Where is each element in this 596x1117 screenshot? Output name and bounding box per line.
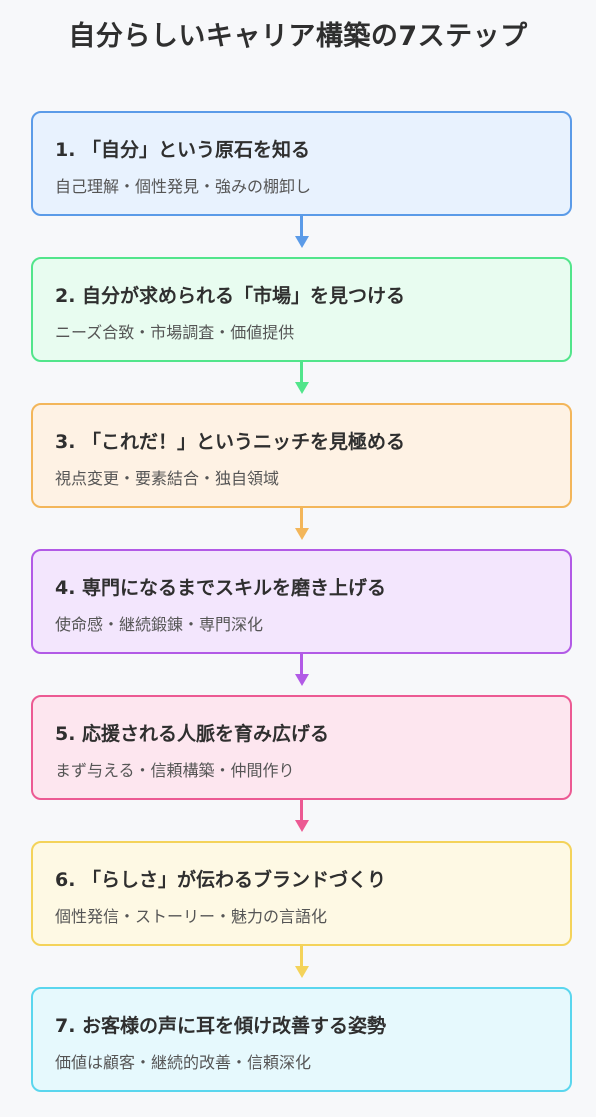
- step-title: 3. 「これだ！」というニッチを見極める: [55, 431, 406, 453]
- step-title: 4. 専門になるまでスキルを磨き上げる: [55, 577, 387, 599]
- step-subtitle: ニーズ合致・市場調査・価値提供: [55, 323, 295, 342]
- step-box-4: 4. 専門になるまでスキルを磨き上げる使命感・継続鍛錬・専門深化: [31, 549, 572, 654]
- step-title: 7. お客様の声に耳を傾け改善する姿勢: [55, 1015, 387, 1037]
- step-box-5: 5. 応援される人脈を育み広げるまず与える・信頼構築・仲間作り: [31, 695, 572, 800]
- step-box-7: 7. お客様の声に耳を傾け改善する姿勢価値は顧客・継続的改善・信頼深化: [31, 987, 572, 1092]
- step-title: 1. 「自分」という原石を知る: [55, 139, 311, 161]
- step-subtitle: 自己理解・個性発見・強みの棚卸し: [55, 177, 312, 196]
- step-subtitle: 視点変更・要素結合・独自領域: [55, 469, 280, 488]
- step-title: 2. 自分が求められる「市場」を見つける: [55, 285, 406, 307]
- step-box-1: 1. 「自分」という原石を知る自己理解・個性発見・強みの棚卸し: [31, 111, 572, 216]
- step-box-2: 2. 自分が求められる「市場」を見つけるニーズ合致・市場調査・価値提供: [31, 257, 572, 362]
- step-subtitle: まず与える・信頼構築・仲間作り: [55, 761, 295, 780]
- step-box-3: 3. 「これだ！」というニッチを見極める視点変更・要素結合・独自領域: [31, 403, 572, 508]
- step-title: 6. 「らしさ」が伝わるブランドづくり: [55, 869, 387, 891]
- step-subtitle: 使命感・継続鍛錬・専門深化: [55, 615, 264, 634]
- step-subtitle: 価値は顧客・継続的改善・信頼深化: [55, 1053, 312, 1072]
- step-title: 5. 応援される人脈を育み広げる: [55, 723, 330, 745]
- step-subtitle: 個性発信・ストーリー・魅力の言語化: [55, 907, 328, 926]
- page-title: 自分らしいキャリア構築の7ステップ: [68, 21, 528, 52]
- step-box-6: 6. 「らしさ」が伝わるブランドづくり個性発信・ストーリー・魅力の言語化: [31, 841, 572, 946]
